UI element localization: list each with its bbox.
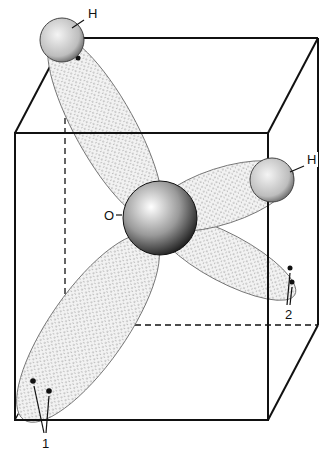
callout-number: 2 bbox=[283, 307, 294, 322]
atom-label: H bbox=[305, 152, 318, 167]
atom-label: H bbox=[86, 6, 99, 21]
electron-dots bbox=[30, 56, 294, 394]
hydrogen-atom bbox=[250, 158, 294, 202]
hydrogen-atom bbox=[40, 18, 84, 62]
oxygen-atom bbox=[123, 181, 197, 255]
cube-front-face bbox=[15, 133, 268, 420]
atom-label: O bbox=[102, 208, 116, 223]
orbital-lobes bbox=[0, 22, 306, 442]
callout-number: 1 bbox=[40, 436, 51, 451]
leader-lines bbox=[34, 20, 304, 433]
